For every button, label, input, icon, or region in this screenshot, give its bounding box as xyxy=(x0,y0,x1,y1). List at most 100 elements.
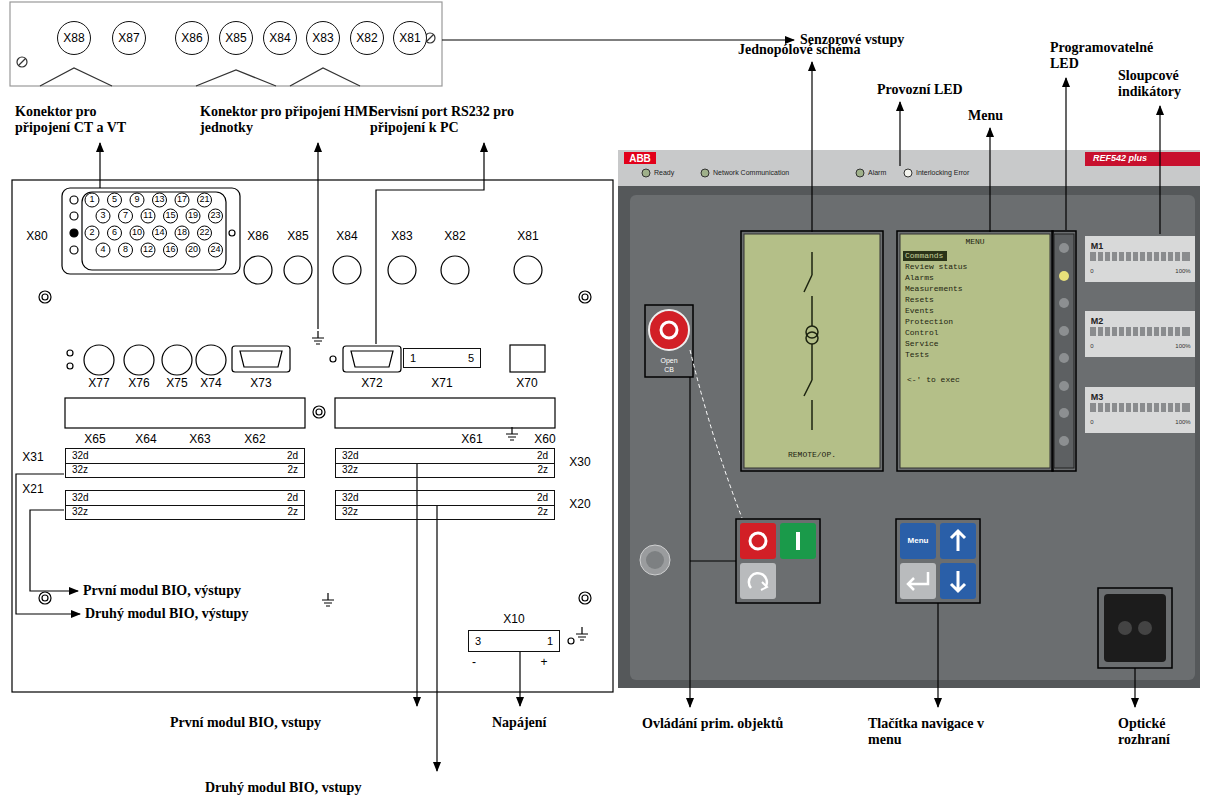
pin-number: 24 xyxy=(210,245,220,255)
device-photo xyxy=(951,571,965,591)
callout-label: Tlačítka navigace v menu xyxy=(868,716,1003,748)
sensor-strip xyxy=(40,68,112,86)
pin-number: 1 xyxy=(89,195,94,205)
terminal-box: 31 xyxy=(468,630,560,652)
node-text: 2d xyxy=(445,493,548,503)
leader-line xyxy=(1134,668,1135,707)
rear-panel xyxy=(313,406,325,418)
device-photo xyxy=(749,573,767,588)
leader-line xyxy=(690,560,736,561)
rear-panel xyxy=(576,627,588,640)
device-photo xyxy=(1085,387,1195,433)
device-photo xyxy=(1059,298,1069,308)
connector-label: - xyxy=(472,656,476,669)
device-photo xyxy=(1090,252,1190,261)
device-text: M2 xyxy=(1091,317,1104,327)
device-photo xyxy=(1085,236,1195,282)
pin-number: 20 xyxy=(188,245,198,255)
device-photo xyxy=(856,169,864,177)
callout-label: Servisní port RS232 pro připojení k PC xyxy=(370,104,565,136)
leader-line xyxy=(989,128,990,232)
device-photo xyxy=(618,150,1200,688)
port-circle: X81 xyxy=(393,21,427,55)
port-circle: X84 xyxy=(263,21,297,55)
pin-number: 22 xyxy=(199,228,209,238)
callout-label: Druhý modul BIO, výstupy xyxy=(85,606,248,622)
connector-label: X31 xyxy=(22,451,43,464)
pin-circle xyxy=(130,193,144,207)
device-photo xyxy=(630,195,1195,680)
leader-line xyxy=(1159,106,1160,234)
rear-panel xyxy=(196,345,226,375)
device-text: 100% xyxy=(1175,419,1190,426)
callout-label: Konektor pro připojení CT a VT xyxy=(15,104,150,136)
device-photo xyxy=(896,519,980,603)
rear-panel xyxy=(42,595,48,601)
device-photo xyxy=(1054,234,1074,468)
node-text: 2z xyxy=(445,507,548,517)
pin-circle xyxy=(186,243,200,257)
leader-line xyxy=(899,102,900,166)
pin-circle xyxy=(186,209,200,223)
device-text: Ready xyxy=(654,169,674,177)
connector-label: X81 xyxy=(517,230,538,243)
leader-line xyxy=(99,143,100,188)
rear-panel xyxy=(312,331,324,344)
device-text: 0 xyxy=(1090,343,1093,350)
pin-circle xyxy=(175,226,189,240)
pin-number: 17 xyxy=(177,195,187,205)
port-circle: X87 xyxy=(112,21,146,55)
device-photo xyxy=(900,523,936,559)
device-photo xyxy=(1059,243,1069,253)
pin-number: 19 xyxy=(188,211,198,221)
callout-label: Jednopólové schéma xyxy=(738,42,861,58)
sensor-strip xyxy=(290,68,360,86)
device-photo xyxy=(690,350,742,518)
pin-circle xyxy=(198,193,212,207)
leader-line xyxy=(16,474,80,614)
pin-number: 15 xyxy=(165,211,175,221)
device-photo xyxy=(1059,408,1069,418)
node-text: 32z xyxy=(72,465,185,475)
device-photo xyxy=(1090,403,1190,412)
leader-line xyxy=(16,40,1160,771)
pin-circle xyxy=(96,209,110,223)
rear-panel xyxy=(333,256,361,284)
device-photo xyxy=(940,523,976,559)
pin-circle xyxy=(153,193,167,207)
device-text: Measurements xyxy=(905,285,963,294)
device-photo xyxy=(645,305,693,377)
device-text: 100% xyxy=(1175,268,1190,275)
device-photo xyxy=(646,551,664,569)
rear-panel xyxy=(335,398,555,428)
terminal-block: 32d2d32z2z xyxy=(335,448,555,478)
leader-line xyxy=(1065,78,1066,230)
node-text: X85 xyxy=(225,31,246,45)
connector-label: X74 xyxy=(200,377,221,390)
device-text: Review status xyxy=(905,263,967,272)
sensor-strip xyxy=(10,2,442,86)
node-text: 32d xyxy=(72,451,185,461)
device-photo xyxy=(904,169,912,177)
rear-panel xyxy=(70,196,78,204)
connector-label: X73 xyxy=(250,377,271,390)
rear-panel xyxy=(12,180,613,692)
node-text: 5 xyxy=(468,352,474,364)
rear-panel xyxy=(568,638,574,644)
device-photo xyxy=(1097,252,1181,412)
connector-label: X64 xyxy=(135,433,156,446)
pin-circle xyxy=(209,209,223,223)
pin-circle xyxy=(119,243,133,257)
sensor-strip xyxy=(10,2,442,86)
device-photo xyxy=(642,169,650,177)
leader-line xyxy=(416,463,417,706)
leader-line xyxy=(442,39,794,40)
node-text: X88 xyxy=(63,31,84,45)
pin-number: 10 xyxy=(132,228,142,238)
connector-label: X71 xyxy=(431,377,452,390)
rear-panel xyxy=(62,188,240,274)
device-photo xyxy=(640,545,670,575)
rear-panel xyxy=(330,356,336,362)
